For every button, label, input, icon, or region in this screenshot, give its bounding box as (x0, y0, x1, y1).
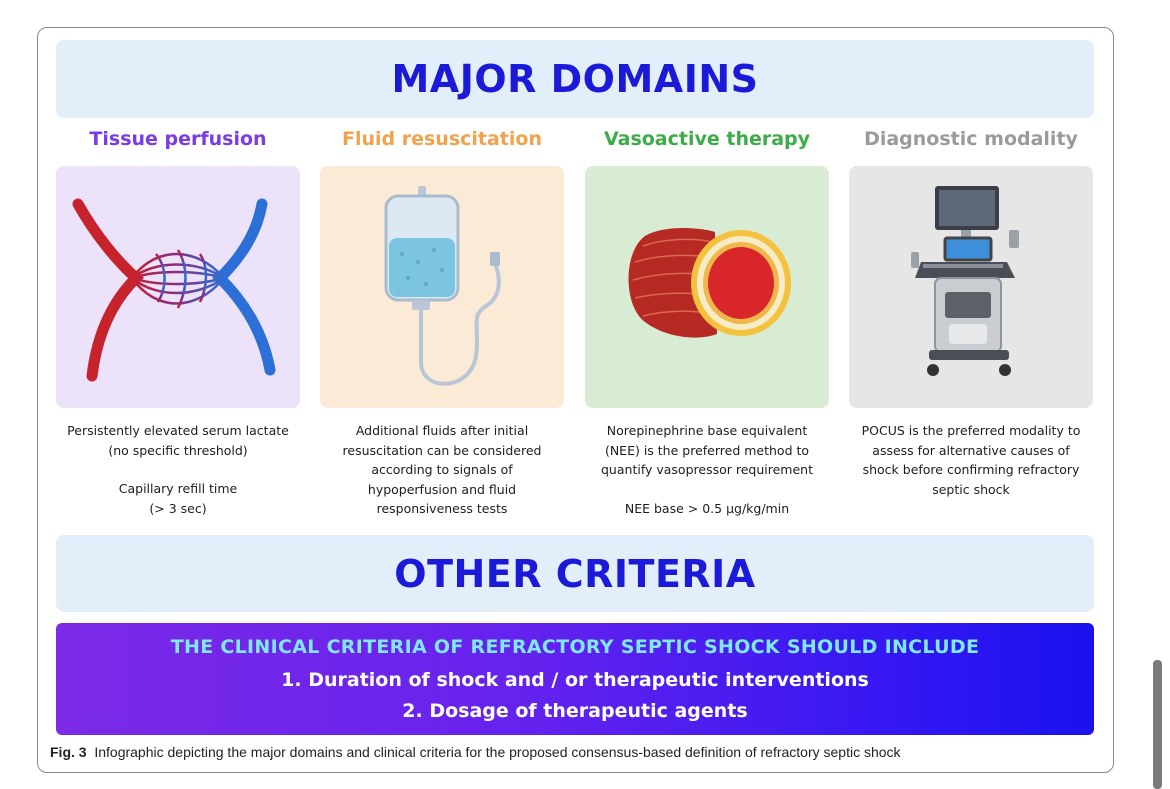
tissue-perfusion-description: Persistently elevated serum lactate (no … (56, 421, 300, 518)
desc-line: hypoperfusion and fluid (367, 481, 517, 497)
vasoactive-therapy-description: Norepinephrine base equivalent (NEE) is … (585, 421, 829, 518)
criteria-heading: THE CLINICAL CRITERIA OF REFRACTORY SEPT… (170, 636, 980, 658)
diagnostic-modality-description: POCUS is the preferred modality to asses… (849, 421, 1093, 499)
figure-caption-text: Infographic depicting the major domains … (94, 744, 901, 760)
diagnostic-modality-title: Diagnostic modality (864, 128, 1078, 150)
major-domains-title: MAJOR DOMAINS (391, 57, 759, 101)
fluid-resuscitation-title: Fluid resuscitation (341, 128, 542, 150)
iv-bag-icon (384, 186, 501, 386)
artery-cross-section-icon (628, 228, 791, 338)
fluid-resuscitation-card (320, 166, 564, 408)
desc-line: assess for alternative causes of (872, 442, 1070, 458)
ultrasound-machine-icon (911, 186, 1019, 376)
clinical-criteria-box: THE CLINICAL CRITERIA OF REFRACTORY SEPT… (56, 623, 1094, 735)
desc-line: responsiveness tests (376, 501, 508, 516)
fluid-resuscitation-description: Additional fluids after initial resuscit… (320, 421, 564, 519)
desc-line: Capillary refill time (118, 481, 238, 496)
tissue-perfusion-card (56, 166, 300, 408)
desc-line: (NEE) is the preferred method to (604, 442, 810, 458)
major-domains-banner: MAJOR DOMAINS (56, 40, 1094, 118)
desc-line: NEE base > 0.5 µg/kg/min (624, 500, 790, 516)
desc-line: septic shock (932, 481, 1010, 497)
desc-line: Additional fluids after initial (355, 423, 529, 438)
diagnostic-modality-card (849, 166, 1093, 408)
vasoactive-therapy-title: Vasoactive therapy (603, 128, 811, 150)
desc-line: shock before confirming refractory (862, 462, 1080, 477)
desc-line: Norepinephrine base equivalent (606, 423, 808, 438)
scrollbar[interactable] (1153, 660, 1162, 789)
vasoactive-therapy-card (585, 166, 829, 408)
desc-line: Persistently elevated serum lactate (67, 423, 289, 438)
desc-line: POCUS is the preferred modality to (861, 423, 1081, 438)
other-criteria-banner: OTHER CRITERIA (56, 535, 1094, 612)
other-criteria-title: OTHER CRITERIA (394, 551, 756, 596)
blood-vessel-icon (72, 198, 276, 382)
figure-caption: Fig. 3 Infographic depicting the major d… (50, 744, 901, 760)
desc-line: (> 3 sec) (149, 500, 207, 516)
desc-line: (no specific threshold) (108, 442, 248, 458)
tissue-perfusion-title: Tissue perfusion (89, 128, 267, 150)
criteria-item-2: 2. Dosage of therapeutic agents (402, 700, 748, 722)
criteria-item-1: 1. Duration of shock and / or therapeuti… (281, 669, 869, 691)
desc-line: resuscitation can be considered (342, 442, 542, 458)
desc-line: quantify vasopressor requirement (601, 462, 813, 477)
desc-line: according to signals of (371, 462, 513, 477)
figure-label: Fig. 3 (50, 744, 87, 760)
